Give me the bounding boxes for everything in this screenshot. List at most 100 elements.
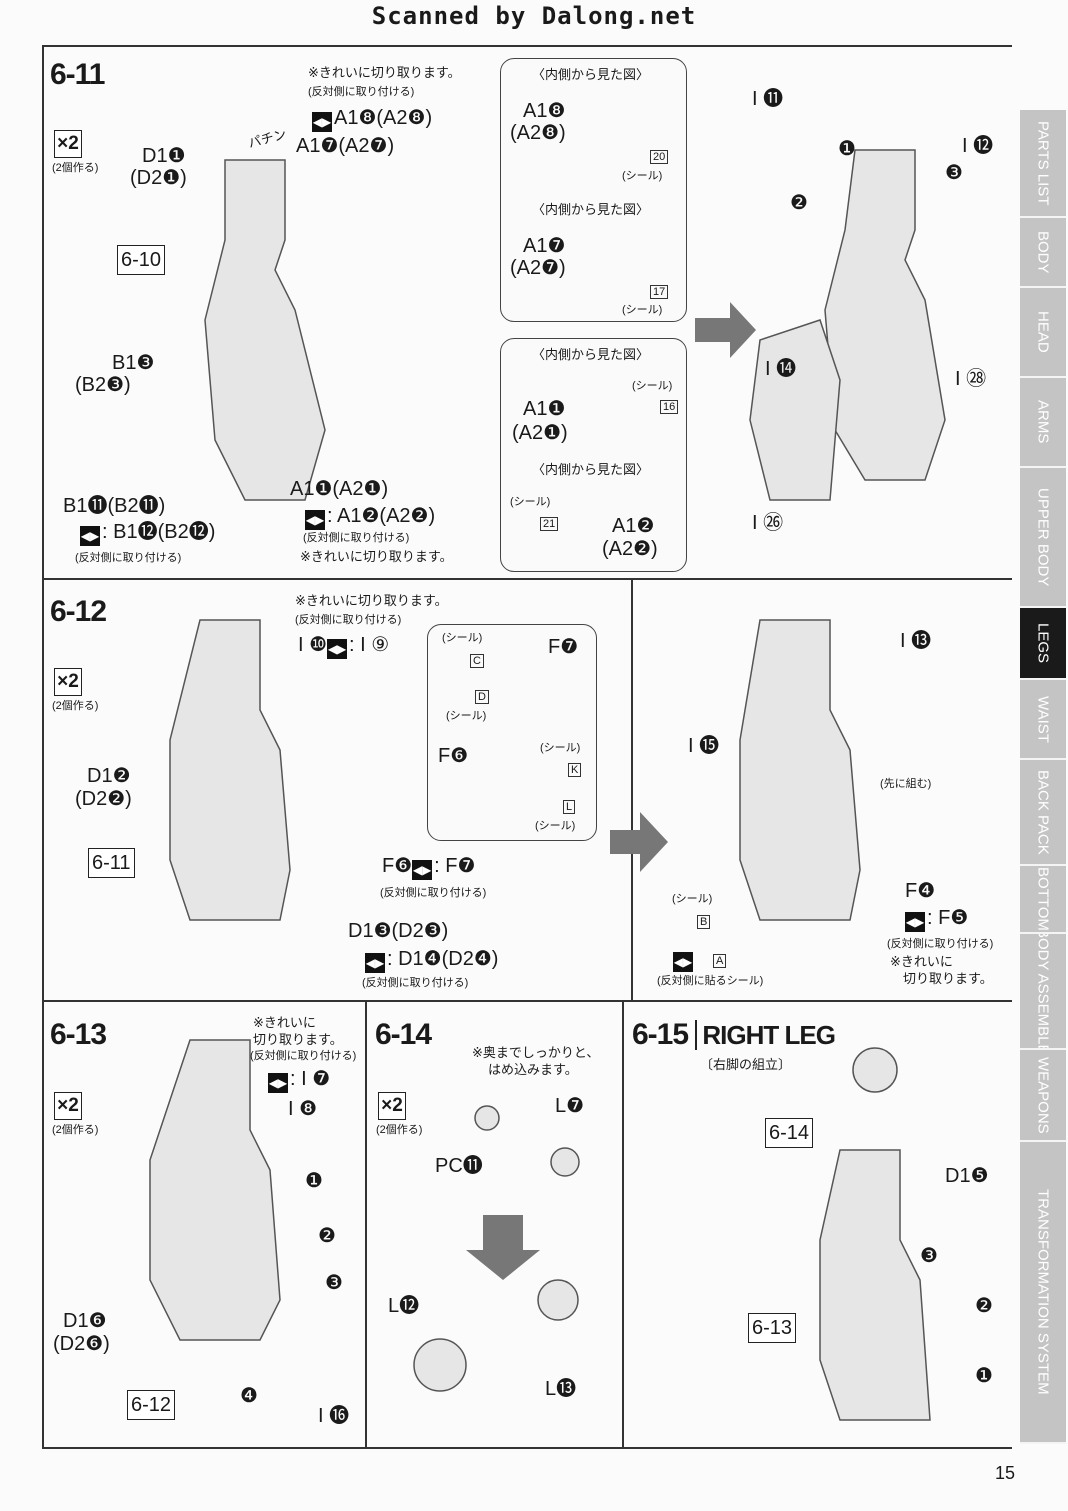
step-title: 6-15 RIGHT LEG xyxy=(632,1018,836,1052)
tab-back-pack[interactable]: BACK PACK xyxy=(1020,760,1066,866)
scan-watermark: Scanned by Dalong.net xyxy=(371,2,697,30)
part-label: L❼ xyxy=(555,1095,585,1117)
make-two-icon: ×2 xyxy=(54,130,82,158)
tab-label: PARTS LIST xyxy=(1034,120,1052,206)
seal-letter: L xyxy=(563,800,576,815)
step-title: 6-14 xyxy=(375,1018,432,1051)
divider xyxy=(42,1000,1012,1002)
tab-arms[interactable]: ARMS xyxy=(1020,378,1066,468)
tab-waist[interactable]: WAIST xyxy=(1020,680,1066,760)
step-title: 6-11 xyxy=(50,58,105,91)
part-label: (D2❷) xyxy=(75,788,132,810)
note: 切り取ります。 xyxy=(903,971,993,986)
tab-label: HEAD xyxy=(1034,311,1052,353)
note: (反対側に貼るシール) xyxy=(657,975,764,987)
note: (先に組む) xyxy=(880,778,932,790)
part-label: L⓬ xyxy=(388,1295,420,1317)
part-label: F❻ xyxy=(438,745,469,767)
leg-illustration xyxy=(739,619,861,921)
down-arrow-icon xyxy=(466,1215,540,1280)
tab-label: BODY ASSEMBLE xyxy=(1034,934,1052,1050)
part-label: I ❿ xyxy=(298,634,328,656)
mirror-swap-icon: ◀▶ xyxy=(268,1073,288,1093)
note: (シール) xyxy=(632,380,673,392)
divider xyxy=(631,580,633,1000)
seal-number: 21 xyxy=(540,517,559,532)
part-label: F❻ xyxy=(382,855,413,877)
seal-letter: B xyxy=(697,915,711,930)
ref-step-box: 6-11 xyxy=(88,848,135,878)
top-rule xyxy=(42,45,1012,47)
tab-label: TRANSFORMATION SYSTEM xyxy=(1034,1189,1052,1395)
note: ※きれいに切り取ります。 xyxy=(308,65,461,80)
note: (シール) xyxy=(622,170,663,182)
note: ※きれいに xyxy=(253,1015,316,1030)
step-marker: ❹ xyxy=(240,1385,258,1407)
leg-illustration xyxy=(824,149,946,481)
note: (反対側に取り付ける) xyxy=(887,938,994,950)
divider xyxy=(365,1002,367,1447)
part-label: (A2❶) xyxy=(512,422,568,444)
step-marker: ❶ xyxy=(305,1170,323,1192)
note: (シール) xyxy=(672,893,713,905)
note: ※きれいに切り取ります。 xyxy=(295,593,448,608)
note: ※きれいに切り取ります。 xyxy=(300,549,453,564)
tab-weapons[interactable]: WEAPONS xyxy=(1020,1050,1066,1142)
next-arrow-icon xyxy=(610,812,668,872)
tab-transformation-system[interactable]: TRANSFORMATION SYSTEM xyxy=(1020,1142,1066,1444)
mirror-swap-icon: ◀▶ xyxy=(305,510,325,530)
tab-bottom[interactable]: BOTTOM xyxy=(1020,866,1066,934)
part-label: A1❶ xyxy=(523,398,566,420)
part-label: I ❽ xyxy=(288,1098,318,1120)
tab-label: UPPER BODY xyxy=(1034,487,1052,587)
tab-head[interactable]: HEAD xyxy=(1020,288,1066,378)
tab-body[interactable]: BODY xyxy=(1020,218,1066,288)
part-label: I ⓭ xyxy=(900,630,932,652)
ref-step: 6-12 xyxy=(131,1394,172,1416)
step-marker: ❷ xyxy=(975,1295,993,1317)
step-marker: ❸ xyxy=(920,1245,938,1267)
note: ※奥までしっかりと、 xyxy=(472,1045,600,1060)
note: (シール) xyxy=(510,496,551,508)
step-number: 6-15 xyxy=(632,1018,689,1051)
divider xyxy=(622,1002,624,1447)
note: (2個作る) xyxy=(52,700,99,712)
ref-step: 6-11 xyxy=(92,852,131,874)
seal-letter: D xyxy=(475,690,489,705)
note: (反対側に取り付ける) xyxy=(308,86,415,98)
part-label: : A1❷(A2❷) xyxy=(327,505,436,527)
part-label: A1❽(A2❽) xyxy=(334,107,433,129)
tab-label: BODY xyxy=(1034,230,1052,274)
tab-label: BOTTOM xyxy=(1034,867,1052,931)
tab-label: LEGS xyxy=(1034,622,1052,664)
tab-legs[interactable]: LEGS xyxy=(1020,608,1066,680)
ref-step-box: 6-12 xyxy=(127,1390,176,1420)
part-label: D1❷ xyxy=(87,765,131,787)
part-label: (A2❼) xyxy=(510,257,566,279)
tab-label: WAIST xyxy=(1034,695,1052,743)
leg-illustration xyxy=(204,159,326,501)
part-label: F❼ xyxy=(548,636,579,658)
seal-letter: K xyxy=(568,763,582,778)
tab-body-assemble[interactable]: BODY ASSEMBLE xyxy=(1020,934,1066,1050)
note: (反対側に取り付ける) xyxy=(362,977,469,989)
step-marker: ❸ xyxy=(945,162,963,184)
step-marker: ❷ xyxy=(318,1225,336,1247)
note: (シール) xyxy=(535,820,576,832)
tab-upper-body[interactable]: UPPER BODY xyxy=(1020,468,1066,608)
mirror-swap-icon: ◀▶ xyxy=(80,526,100,546)
ref-step: 6-10 xyxy=(121,249,162,271)
part-label: : I ❼ xyxy=(290,1068,331,1090)
note: (シール) xyxy=(446,710,487,722)
note: (反対側に取り付ける) xyxy=(250,1050,357,1062)
part-label: : F❼ xyxy=(434,855,476,877)
part-label: I ⓫ xyxy=(752,88,784,110)
tab-parts-list[interactable]: PARTS LIST xyxy=(1020,110,1066,218)
note: 〈内側から見た図〉 xyxy=(532,347,650,362)
note: (反対側に取り付ける) xyxy=(303,532,410,544)
part-label: I ㉘ xyxy=(955,368,987,390)
part-label: A1❷ xyxy=(612,515,655,537)
make-two-icon: ×2 xyxy=(54,1092,82,1120)
part-label: : D1❹(D2❹) xyxy=(387,948,499,970)
note: 〈内側から見た図〉 xyxy=(532,202,650,217)
